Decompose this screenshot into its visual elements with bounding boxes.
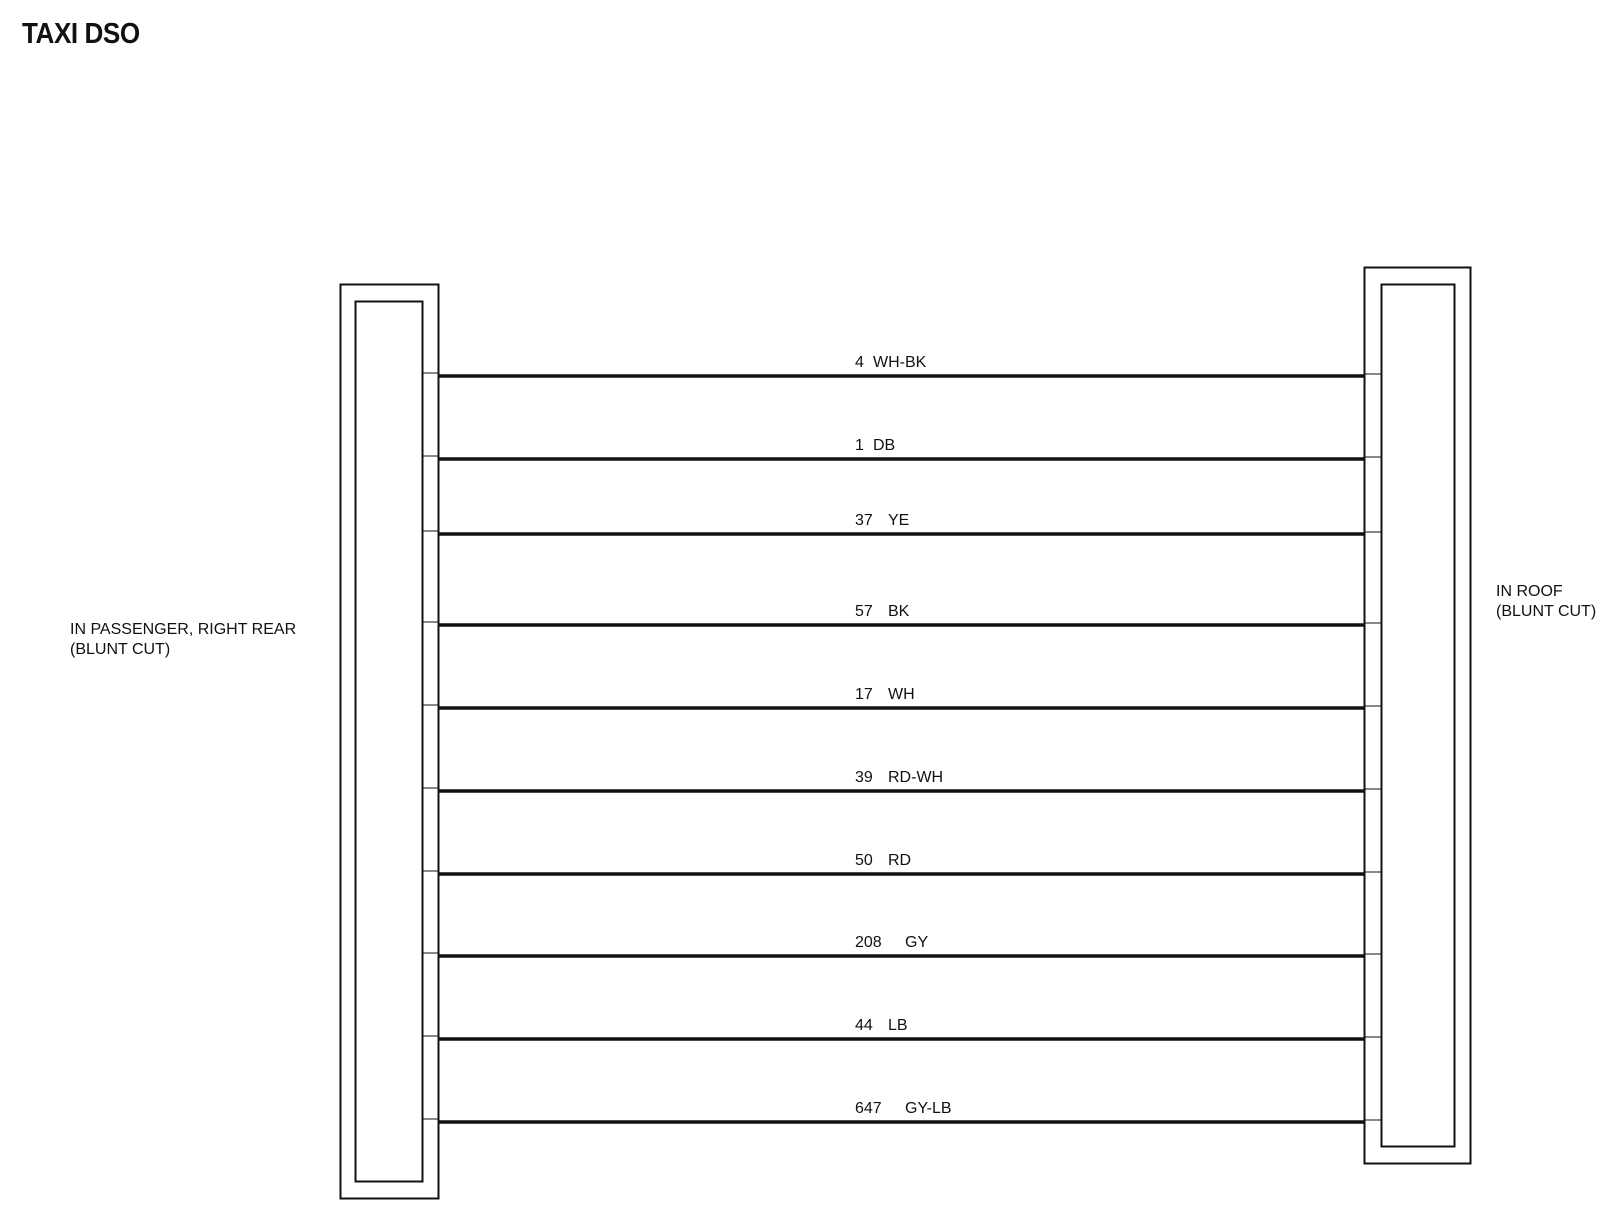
left-connector-label: IN PASSENGER, RIGHT REAR (BLUNT CUT): [70, 621, 296, 658]
wire-208: 208 GY: [422, 934, 1382, 958]
wire-color-code: GY-LB: [905, 1100, 952, 1117]
right-connector-label-line: IN ROOF: [1496, 583, 1563, 600]
wire-50: 50 RD: [422, 852, 1382, 876]
wire-color-code: RD: [888, 852, 911, 869]
left-connector-inner: [354, 300, 424, 1183]
wires-group: 4 WH-BK 1 DB 37 YE 57 BK 17 WH 39 RD-WH 50 RD 208 GY 44 L…: [422, 354, 1382, 1124]
left-connector: [339, 283, 440, 1200]
wire-color-code: RD-WH: [888, 769, 943, 786]
wire-circuit-number: 50: [855, 852, 873, 869]
wire-color-code: GY: [905, 934, 928, 951]
right-connector-label-line: (BLUNT CUT): [1496, 603, 1596, 620]
wire-color-code: WH: [888, 686, 915, 703]
wire-1: 1 DB: [422, 437, 1382, 461]
left-connector-outer: [339, 283, 440, 1200]
page-title: TAXI DSO: [22, 18, 140, 50]
wire-color-code: YE: [888, 512, 909, 529]
right-connector-outer: [1363, 266, 1472, 1165]
wire-4: 4 WH-BK: [422, 354, 1382, 378]
left-connector-label-line: IN PASSENGER, RIGHT REAR: [70, 621, 296, 638]
right-connector-label: IN ROOF (BLUNT CUT): [1496, 583, 1596, 620]
wire-37: 37 YE: [422, 512, 1382, 536]
wire-57: 57 BK: [422, 603, 1382, 627]
wire-circuit-number: 647: [855, 1100, 882, 1117]
wire-17: 17 WH: [422, 686, 1382, 710]
wire-circuit-number: 44: [855, 1017, 873, 1034]
wire-647: 647 GY-LB: [422, 1100, 1382, 1124]
right-connector-inner: [1380, 283, 1456, 1148]
wire-color-code: WH-BK: [873, 354, 927, 371]
wire-44: 44 LB: [422, 1017, 1382, 1041]
wire-39: 39 RD-WH: [422, 769, 1382, 793]
wire-circuit-number: 37: [855, 512, 873, 529]
wire-circuit-number: 208: [855, 934, 882, 951]
wire-circuit-number: 57: [855, 603, 873, 620]
wire-circuit-number: 39: [855, 769, 873, 786]
left-connector-label-line: (BLUNT CUT): [70, 641, 170, 658]
wire-circuit-number: 1: [855, 437, 864, 454]
wire-color-code: LB: [888, 1017, 908, 1034]
wire-color-code: DB: [873, 437, 895, 454]
right-connector: [1363, 266, 1472, 1165]
wire-circuit-number: 17: [855, 686, 873, 703]
wire-circuit-number: 4: [855, 354, 864, 371]
wire-color-code: BK: [888, 603, 910, 620]
